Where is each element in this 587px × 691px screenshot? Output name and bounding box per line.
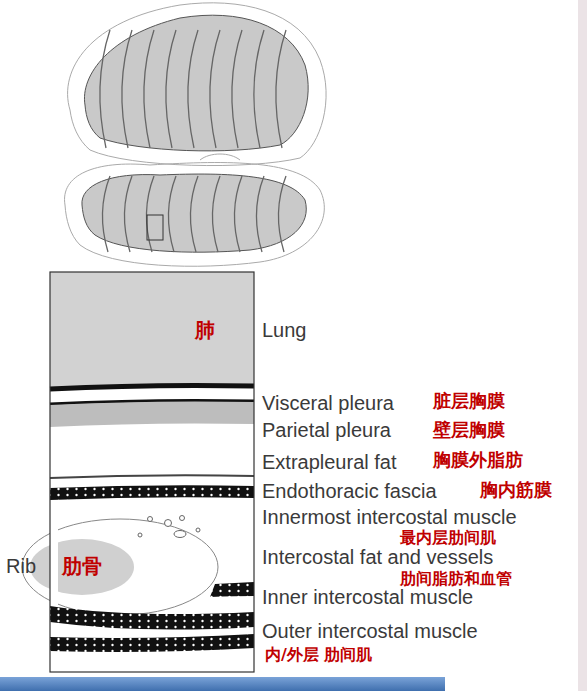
layer-label: Endothoracic fascia <box>262 480 437 502</box>
layer-label: Parietal pleura <box>262 419 391 441</box>
footer-bar <box>0 677 445 691</box>
layer-label: Extrapleural fat <box>262 451 397 473</box>
section-frame <box>50 272 254 672</box>
chest-wall-outline <box>65 163 325 267</box>
layer-label-zh: 肋间脂肪和血管 <box>400 570 512 588</box>
inner-intercostal-muscle <box>50 606 254 630</box>
layer-label-zh: 脏层胸膜 <box>433 391 505 411</box>
layer-label-zh: 最内层肋间肌 <box>400 529 496 547</box>
part-label: Rib <box>6 555 36 577</box>
inner-intercostal-muscle <box>210 582 254 597</box>
chest-wall-outline <box>68 3 327 166</box>
layer-label-zh: 内/外层 肋间肌 <box>265 646 372 664</box>
rib-marrow <box>30 539 134 595</box>
outer-intercostal-muscle <box>50 634 254 652</box>
rib <box>22 519 218 615</box>
layer-label-zh: 胸内筋膜 <box>480 480 552 500</box>
part-label-zh: 肋骨 <box>62 555 102 577</box>
page-margin <box>578 0 587 691</box>
layer-label: Visceral pleura <box>262 392 394 414</box>
mediastinum-line <box>200 154 240 160</box>
detail-marker-box <box>147 215 163 240</box>
layer-label: Outer intercostal muscle <box>262 620 478 642</box>
innermost-intercostal-muscle <box>50 485 254 500</box>
layer-label: Innermost intercostal muscle <box>262 506 517 528</box>
organ-label: 肺 <box>195 319 215 341</box>
lower-lung <box>82 174 306 252</box>
lung-tissue <box>50 272 254 389</box>
visceral-pleura <box>50 385 254 389</box>
layer-label: Inner intercostal muscle <box>262 586 473 608</box>
intercostal-vessels <box>138 516 200 538</box>
rib-cut <box>50 519 58 615</box>
layer-label: Lung <box>262 319 307 341</box>
parietal-pleura <box>50 401 254 427</box>
layer-label-zh: 壁层胸膜 <box>433 420 505 440</box>
upper-lung <box>84 15 308 151</box>
layer-label: Intercostal fat and vessels <box>262 546 493 568</box>
ribs <box>100 30 286 252</box>
endothoracic-fascia <box>50 475 254 478</box>
layer-label-zh: 胸膜外脂肪 <box>433 450 523 470</box>
